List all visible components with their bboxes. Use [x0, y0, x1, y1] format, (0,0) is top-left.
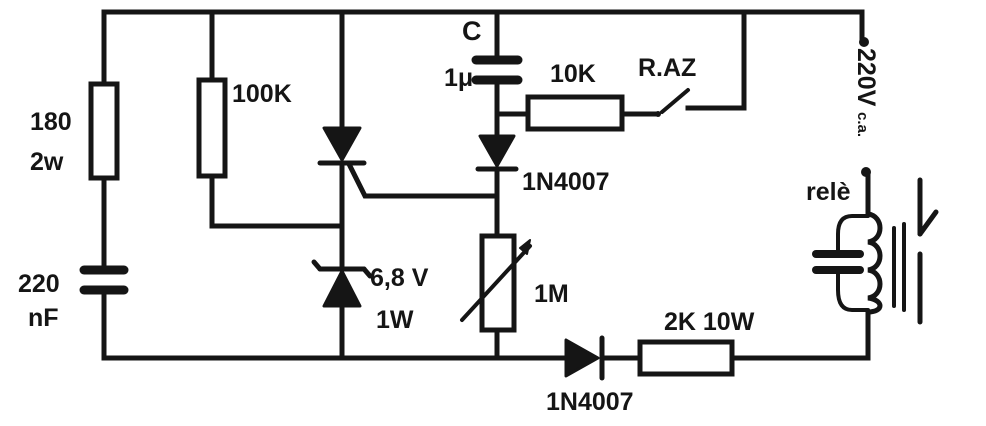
labels: 180 2w 220 nF 100K 6,8 V 1W C 1μ 10K R.A…: [18, 16, 880, 416]
cap-c-value-label: 1μ: [444, 64, 473, 92]
wires: [101, 9, 871, 361]
resistor-r1: [88, 81, 120, 181]
resistor-r3: [525, 94, 625, 132]
capacitor-c: [471, 55, 523, 85]
r2-value-label: 100K: [232, 80, 292, 108]
supply-terminals: [859, 37, 871, 177]
d2-type-label: 1N4007: [546, 388, 634, 416]
wire-r2-to-zener: [209, 173, 345, 229]
wire-switch-top: [685, 9, 747, 111]
thyristor-scr: [317, 126, 367, 166]
resistor-r2: [196, 77, 228, 179]
resistor-r4: [637, 339, 735, 377]
pot-value-label: 1M: [534, 280, 569, 308]
switch-name-label: R.AZ: [638, 54, 696, 82]
r1-value-label: 180: [30, 108, 72, 136]
diode-d2: [564, 335, 605, 381]
r3-value-label: 10K: [550, 60, 596, 88]
r4-value-label: 2K 10W: [664, 308, 755, 336]
supply-type-label: c.a.: [854, 112, 871, 137]
wire-scr-gate: [346, 162, 500, 199]
diode-d1: [475, 134, 519, 172]
c1-unit-label: nF: [28, 304, 59, 332]
switch-raz: [655, 88, 690, 117]
variable-resistor-pot: [460, 233, 532, 333]
cap-c-name-label: C: [462, 16, 482, 46]
r1-power-label: 2w: [30, 148, 64, 176]
supply-voltage-label: 220V: [852, 48, 880, 107]
zener-power-label: 1W: [376, 306, 414, 334]
zener-diode: [311, 259, 373, 308]
relay: [812, 177, 939, 325]
d1-type-label: 1N4007: [522, 168, 610, 196]
capacitor-c1: [79, 265, 129, 295]
zener-voltage-label: 6,8 V: [370, 264, 429, 292]
relay-label: relè: [806, 178, 851, 206]
c1-value-label: 220: [18, 270, 60, 298]
